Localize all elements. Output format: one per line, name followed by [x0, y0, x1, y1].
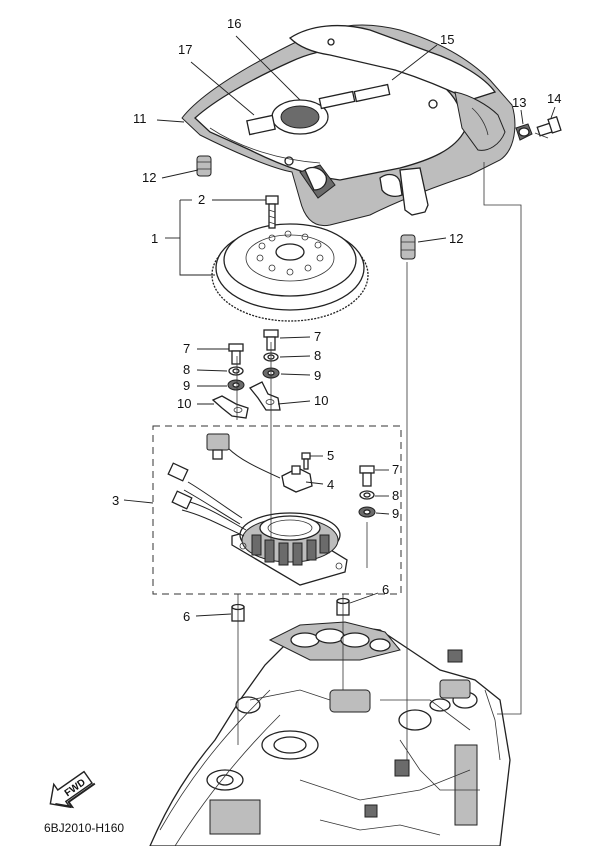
callout-9-center: 9 — [314, 368, 321, 383]
grommet-13 — [515, 123, 533, 141]
callout-6-left: 6 — [183, 609, 190, 624]
callout-10-left: 10 — [177, 396, 191, 411]
leader-lines — [123, 35, 556, 617]
callout-13: 13 — [512, 95, 526, 110]
callout-16: 16 — [227, 16, 241, 31]
flywheel — [211, 223, 369, 322]
callout-4: 4 — [327, 477, 334, 492]
drawing-code: 6BJ2010-H160 — [44, 821, 124, 835]
flywheel-cover — [181, 24, 516, 227]
rubber-mount-left — [196, 155, 212, 177]
bolt-2 — [265, 195, 279, 229]
callout-15: 15 — [440, 32, 454, 47]
assembly-centerlines — [236, 162, 522, 760]
washer-8-right — [359, 490, 375, 500]
callout-7-right: 7 — [392, 462, 399, 477]
callout-12-left: 12 — [142, 170, 156, 185]
callout-14: 14 — [547, 91, 561, 106]
fwd-arrow-icon: FWD — [49, 770, 96, 809]
callout-6-right: 6 — [382, 582, 389, 597]
callout-3: 3 — [112, 493, 119, 508]
callout-labels: 17 16 15 11 12 13 14 2 1 12 7 8 9 10 7 8… — [112, 16, 561, 624]
rubber-mount-right — [400, 234, 416, 260]
bolt-7-right — [359, 465, 375, 487]
screw-5 — [301, 452, 311, 470]
callout-8-center: 8 — [314, 348, 321, 363]
callout-1: 1 — [151, 231, 158, 246]
pulser-coil — [281, 465, 313, 493]
callout-5: 5 — [327, 448, 334, 463]
callout-8-left: 8 — [183, 362, 190, 377]
washer-9-right — [358, 506, 376, 518]
clamp-10-left — [211, 395, 249, 419]
washer-9-left — [227, 379, 245, 391]
stator-coil — [231, 512, 348, 586]
callout-9-right: 9 — [392, 506, 399, 521]
callout-8-right: 8 — [392, 488, 399, 503]
callout-9-left: 9 — [183, 378, 190, 393]
washer-8-left — [228, 366, 244, 376]
engine-block — [149, 621, 511, 846]
bolt-7-left — [228, 343, 244, 365]
callout-11: 11 — [133, 111, 147, 126]
wire-harness — [167, 433, 281, 537]
callout-17: 17 — [178, 42, 192, 57]
callout-7-center: 7 — [314, 329, 321, 344]
callout-10-right: 10 — [314, 393, 328, 408]
bolt-14 — [534, 115, 562, 139]
callout-7-left: 7 — [183, 341, 190, 356]
callout-2: 2 — [198, 192, 205, 207]
stator-assembly-box — [152, 425, 402, 595]
clamp-10-right — [248, 381, 281, 411]
callout-12-right: 12 — [449, 231, 463, 246]
